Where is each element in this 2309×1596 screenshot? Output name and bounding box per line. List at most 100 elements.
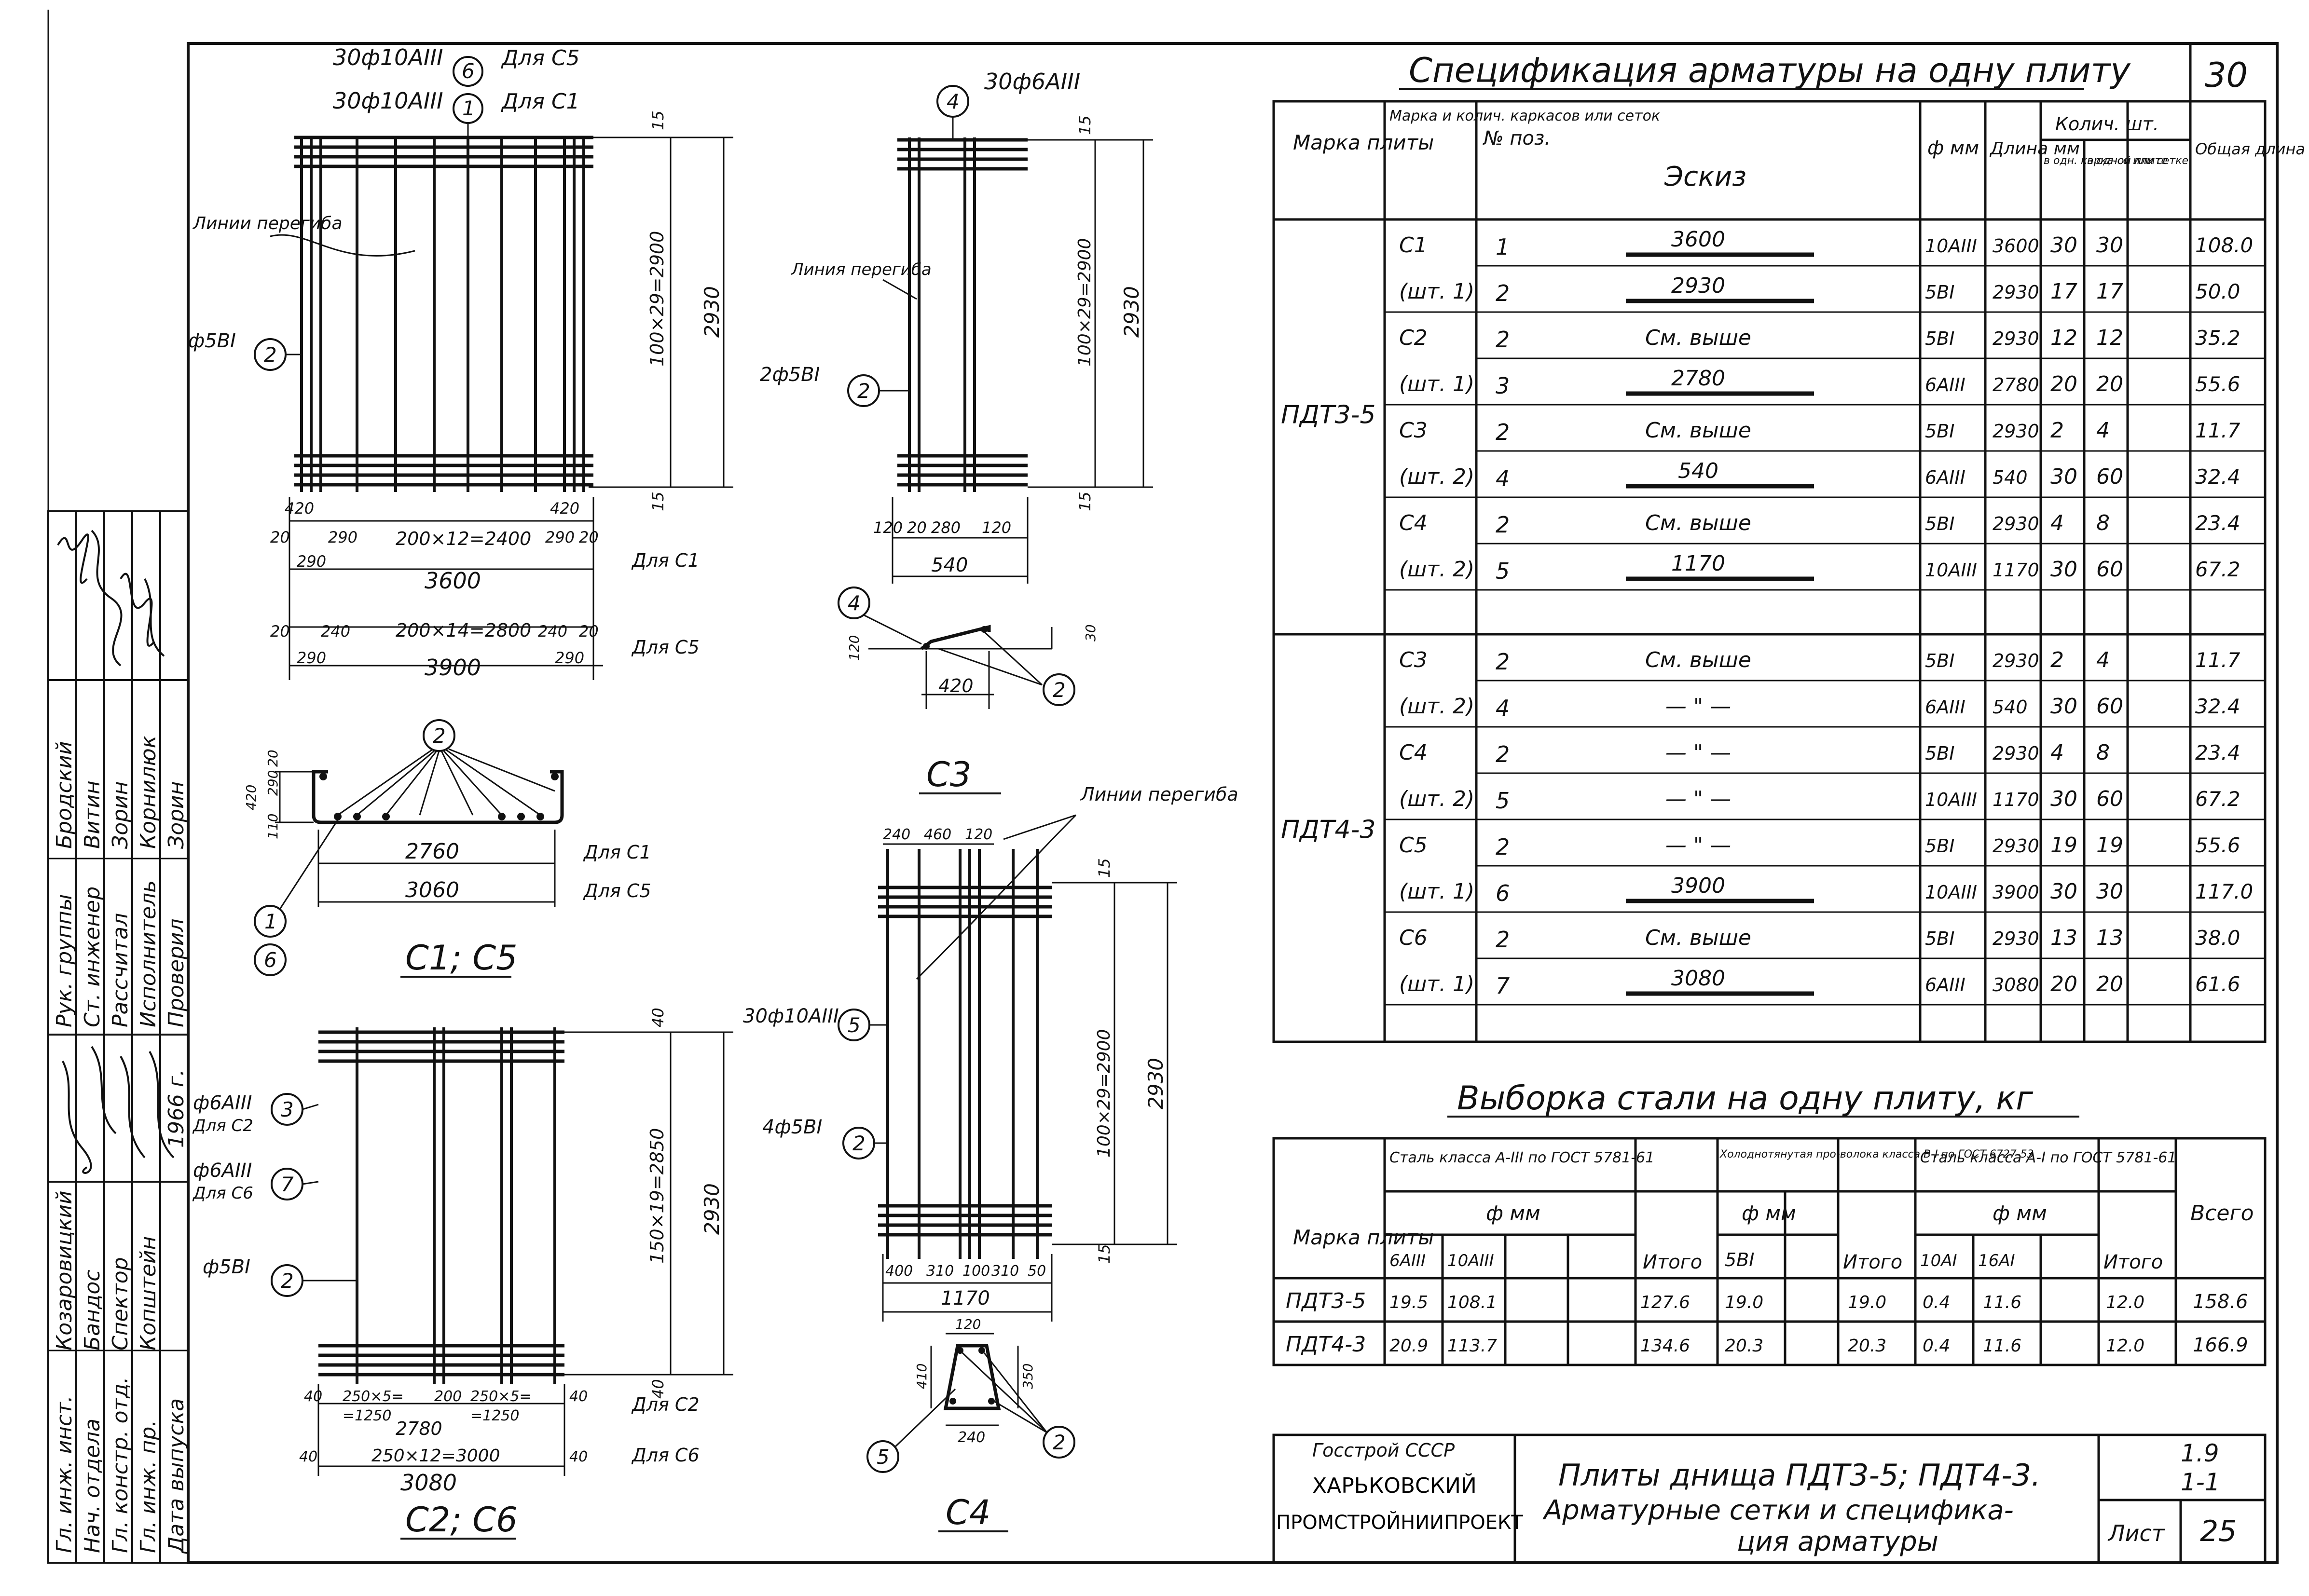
c1-sec-3060: 3060 bbox=[405, 878, 459, 902]
c2-dim-height: 150×19=2850 bbox=[646, 1128, 668, 1264]
spec-pos: 5 bbox=[1496, 788, 1510, 814]
spec-plate-mark: ПДТ3-5 bbox=[1281, 400, 1375, 429]
spec-total: 11.7 bbox=[2195, 648, 2240, 672]
spec-q1: 19 bbox=[2050, 833, 2077, 858]
c1-callout1-text: 30ф10АIII bbox=[333, 88, 443, 114]
spec-dia: 5ВI bbox=[1925, 282, 1954, 303]
steel-cell-a3-2: 108.1 bbox=[1447, 1293, 1497, 1312]
c4-d240: 240 bbox=[883, 826, 910, 843]
c4-sec-p2: 2 bbox=[1053, 1431, 1066, 1454]
c1-d240a: 240 bbox=[321, 622, 350, 641]
spec-q1: 30 bbox=[2050, 694, 2077, 719]
c2-callout3: ф6АIII bbox=[193, 1092, 252, 1114]
spec-dia: 10АIII bbox=[1925, 882, 1977, 903]
spec-pos: 2 bbox=[1496, 834, 1510, 860]
spec-sketch: 1170 bbox=[1671, 551, 1725, 576]
steel-cell-mark: ПДТ3-5 bbox=[1286, 1289, 1366, 1313]
spec-sketch: 3600 bbox=[1671, 227, 1725, 252]
spec-pos: 2 bbox=[1496, 512, 1510, 538]
c2-pos2: 2 bbox=[281, 1269, 294, 1293]
c1-for-c1: Для С1 bbox=[631, 550, 700, 571]
spec-pos: 7 bbox=[1496, 973, 1510, 999]
c3-dim-15b: 15 bbox=[1076, 491, 1094, 511]
spec-pos: 2 bbox=[1496, 741, 1510, 767]
steel-cell-b1-1: 19.0 bbox=[1725, 1293, 1763, 1312]
spec-len: 540 bbox=[1993, 467, 2028, 488]
spec-total: 23.4 bbox=[2195, 511, 2240, 535]
spec-total: 11.7 bbox=[2195, 419, 2240, 442]
c3-d280: 280 bbox=[931, 518, 961, 537]
spec-q1: 4 bbox=[2050, 511, 2064, 535]
spec-plate-mark: ПДТ4-3 bbox=[1281, 815, 1375, 844]
spec-pos: 1 bbox=[1496, 234, 1510, 260]
c3-caption: С3 bbox=[926, 755, 971, 794]
c1-for-c5: Для С5 bbox=[631, 637, 700, 658]
spec-total: 50.0 bbox=[2195, 280, 2240, 303]
org-line-1: Госстрой СССР bbox=[1312, 1440, 1455, 1461]
spec-pos: 2 bbox=[1496, 419, 1510, 445]
stamp-rrole-4: Проверил bbox=[164, 918, 189, 1027]
spec-q2: 4 bbox=[2096, 648, 2110, 672]
stamp-name-0: Козаровицкий bbox=[52, 1190, 77, 1350]
spec-q1: 30 bbox=[2050, 879, 2077, 904]
steel-h-total: Всего bbox=[2190, 1201, 2254, 1226]
spec-q2: 60 bbox=[2096, 464, 2123, 489]
spec-total: 55.6 bbox=[2195, 372, 2240, 396]
spec-q1: 30 bbox=[2050, 787, 2077, 811]
spec-sketch: — " — bbox=[1665, 787, 1731, 811]
c1-sec-2760: 2760 bbox=[405, 839, 459, 864]
c1-caption: С1; С5 bbox=[405, 938, 518, 978]
c3-sec-d30: 30 bbox=[1083, 624, 1099, 641]
c1-dim-15b: 15 bbox=[649, 491, 667, 511]
steel-table: Выборка стали на одну плиту, кг Ма bbox=[1272, 1079, 2267, 1366]
spec-frame: С3 bbox=[1399, 418, 1428, 443]
c4-d310b: 310 bbox=[991, 1263, 1019, 1280]
spec-q2: 20 bbox=[2096, 972, 2123, 996]
c4-d50: 50 bbox=[1028, 1263, 1046, 1280]
c4-d460: 460 bbox=[924, 826, 951, 843]
spec-dia: 5ВI bbox=[1925, 328, 1954, 349]
c4-sec-120: 120 bbox=[955, 1316, 981, 1332]
c1-dim-15a: 15 bbox=[649, 110, 667, 130]
steel-h-a1-c2: 16АI bbox=[1978, 1251, 2015, 1270]
spec-h-dia: ф мм bbox=[1927, 137, 1979, 159]
title-line-1: Плиты днища ПДТ3-5; ПДТ4-3. bbox=[1558, 1458, 2041, 1493]
stamp-rname-0: Бродский bbox=[52, 741, 77, 849]
stamp-rrole-1: Ст. инженер bbox=[80, 887, 105, 1027]
spec-q2: 12 bbox=[2096, 326, 2123, 350]
c1-dim-total: 2930 bbox=[700, 286, 724, 338]
steel-h-dia-a1: ф мм bbox=[1993, 1201, 2047, 1225]
steel-h-b1: Холоднотянутая про-волока класса В-I по … bbox=[1719, 1148, 2034, 1160]
spec-h-mark: Марка плиты bbox=[1293, 131, 1434, 154]
spec-pos: 2 bbox=[1496, 927, 1510, 953]
spec-pos: 3 bbox=[1496, 373, 1510, 399]
spec-pos: 4 bbox=[1496, 695, 1510, 721]
stamp-rname-3: Корнилюк bbox=[136, 735, 161, 849]
mesh-c2-c6: ф6АIII Для С2 3 ф6АIII Для С6 7 ф5ВI 2 1… bbox=[192, 1008, 733, 1540]
c2-d1250b: =1250 bbox=[470, 1407, 519, 1424]
mesh-c1-c5: 30ф10АIII 6 Для С5 30ф10АIII 1 Для С1 Ли… bbox=[188, 44, 733, 978]
spec-table: Спецификация арматуры на одну плиту 30 М… bbox=[1272, 43, 2309, 1043]
steel-h-a3: Сталь класса А-III по ГОСТ 5781-61 bbox=[1389, 1149, 1654, 1166]
spec-q1: 20 bbox=[2050, 372, 2077, 396]
c2-for-c2: Для С2 bbox=[631, 1394, 700, 1415]
stamp-name-1: Бандос bbox=[80, 1270, 105, 1350]
c2-d250x12: 250×12=3000 bbox=[371, 1446, 500, 1466]
c1-d290d: 290 bbox=[297, 649, 326, 667]
c3-sec-d120: 120 bbox=[846, 635, 862, 661]
stamp-rrole-2: Рассчитал bbox=[108, 913, 133, 1027]
steel-cell-b1-1: 20.3 bbox=[1725, 1336, 1763, 1356]
spec-q2: 4 bbox=[2096, 418, 2110, 443]
c2-callout7-for: Для С6 bbox=[192, 1184, 253, 1203]
stamp-name-3: Копштейн bbox=[136, 1236, 161, 1350]
c4-sec-240: 240 bbox=[958, 1429, 985, 1446]
stamp-rrole-3: Исполнитель bbox=[136, 880, 161, 1027]
spec-frame: С1 bbox=[1399, 233, 1428, 258]
